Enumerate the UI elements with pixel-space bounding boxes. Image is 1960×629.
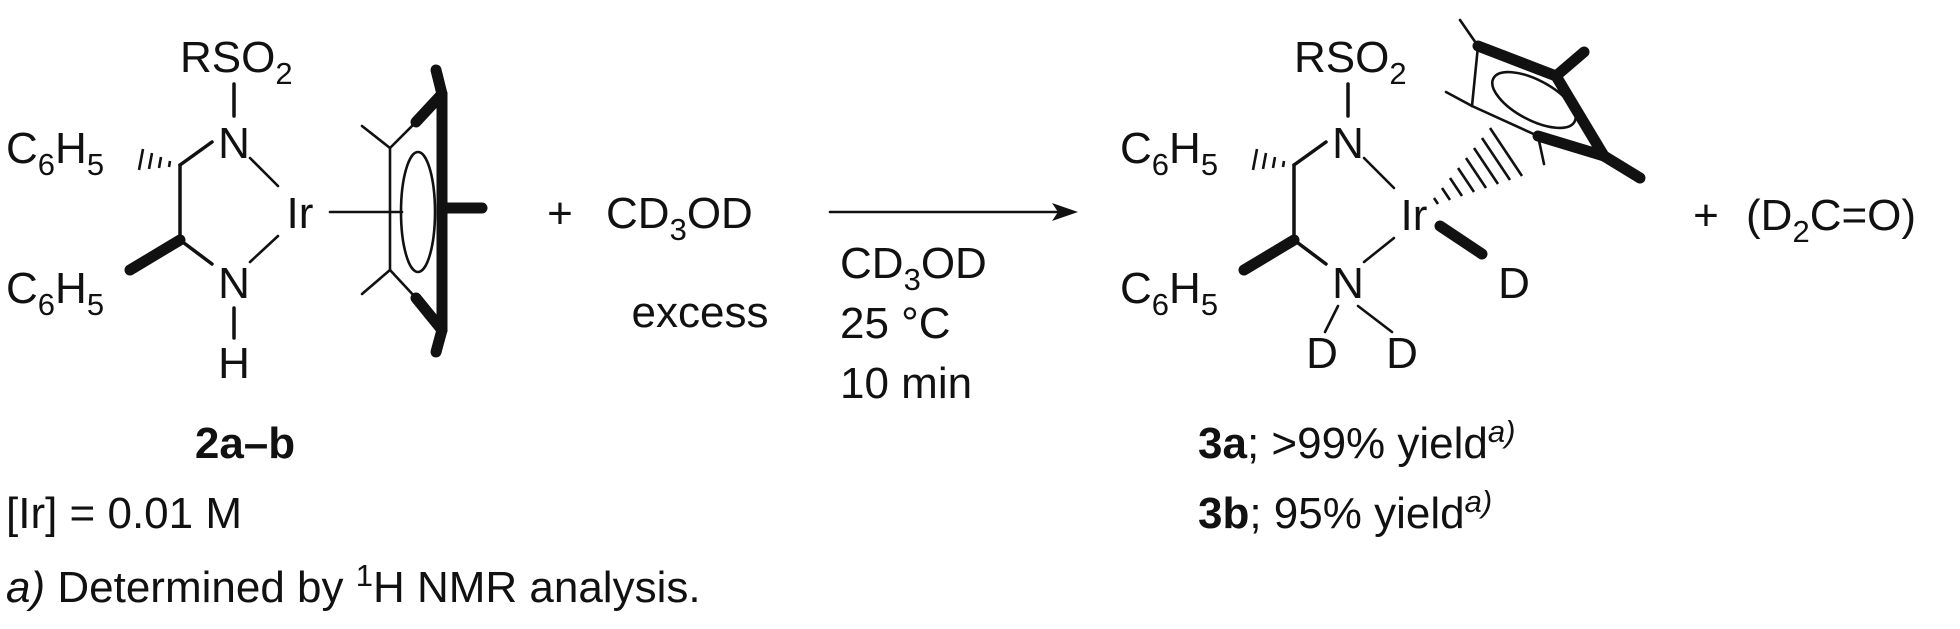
- condition-temperature: 25 °C: [840, 299, 951, 348]
- hashed-wedge-top-product: [1251, 148, 1286, 171]
- reactant-nh-hydrogen: H: [218, 339, 250, 388]
- bond-n-ir-top-product: [1362, 156, 1396, 190]
- bond-n-c1-product: [1292, 140, 1328, 167]
- bond-n-d2: [1356, 304, 1394, 334]
- reactant-sulfonyl-label: RSO2: [180, 33, 293, 91]
- footnote: a) Determined by 1H NMR analysis.: [6, 558, 701, 612]
- product-phenyl-top: C6H5: [1120, 124, 1218, 182]
- bond-n-ir-top: [248, 156, 280, 188]
- bold-wedge-bottom-product: [1238, 234, 1300, 276]
- cp-star-ligand: [360, 64, 488, 358]
- reactant-phenyl-bottom: C6H5: [6, 264, 104, 322]
- bond-n-ir-bottom-product: [1362, 236, 1396, 264]
- bond-c2-n: [178, 238, 214, 266]
- plus-sign-2: +: [1693, 191, 1719, 240]
- reaction-arrow: [828, 203, 1078, 221]
- reactant-phenyl-top: C6H5: [6, 124, 104, 182]
- reactant-structure: RSO2 N N H Ir C6H5 C6H5: [6, 33, 488, 538]
- product-n-bottom: N: [1332, 259, 1364, 308]
- reactant-iridium: Ir: [287, 189, 314, 238]
- yield-3b: 3b; 95% yielda): [1198, 484, 1492, 538]
- product-iridium: Ir: [1401, 191, 1428, 240]
- product-d-on-iridium: D: [1498, 259, 1530, 308]
- reactant-n-bottom: N: [218, 259, 250, 308]
- plus-sign-1: +: [547, 189, 573, 238]
- yield-3a: 3a; >99% yielda): [1198, 414, 1515, 468]
- reactant-concentration: [Ir] = 0.01 M: [6, 489, 242, 538]
- bond-n-c1: [178, 140, 214, 167]
- cp-star-ligand-product: [1444, 18, 1646, 184]
- product-n-top: N: [1332, 119, 1364, 168]
- product-structure: RSO2 N N Ir C6H5 C6H5 D D D: [1120, 18, 1646, 538]
- bold-wedge-ir-d: [1434, 220, 1488, 260]
- reagent-note: excess: [632, 288, 769, 337]
- product-d-on-n-2: D: [1386, 329, 1418, 378]
- byproduct-formula: (D2C=O): [1746, 191, 1916, 249]
- bond-c2-n-product: [1292, 238, 1328, 266]
- bond-n-d1: [1323, 304, 1340, 334]
- bond-n-ir-bottom: [248, 234, 280, 264]
- condition-solvent: CD3OD: [840, 239, 987, 297]
- reagent-formula: CD3OD: [606, 189, 753, 247]
- product-sulfonyl-label: RSO2: [1294, 33, 1407, 91]
- product-d-on-n-1: D: [1306, 329, 1338, 378]
- bold-wedge-bottom: [124, 234, 186, 276]
- reactant-label: 2a–b: [195, 419, 295, 468]
- reactant-n-top: N: [218, 119, 250, 168]
- hashed-bond-ir-cp: [1432, 127, 1524, 205]
- hashed-wedge-top: [137, 148, 172, 171]
- product-phenyl-bottom: C6H5: [1120, 264, 1218, 322]
- condition-time: 10 min: [840, 359, 972, 408]
